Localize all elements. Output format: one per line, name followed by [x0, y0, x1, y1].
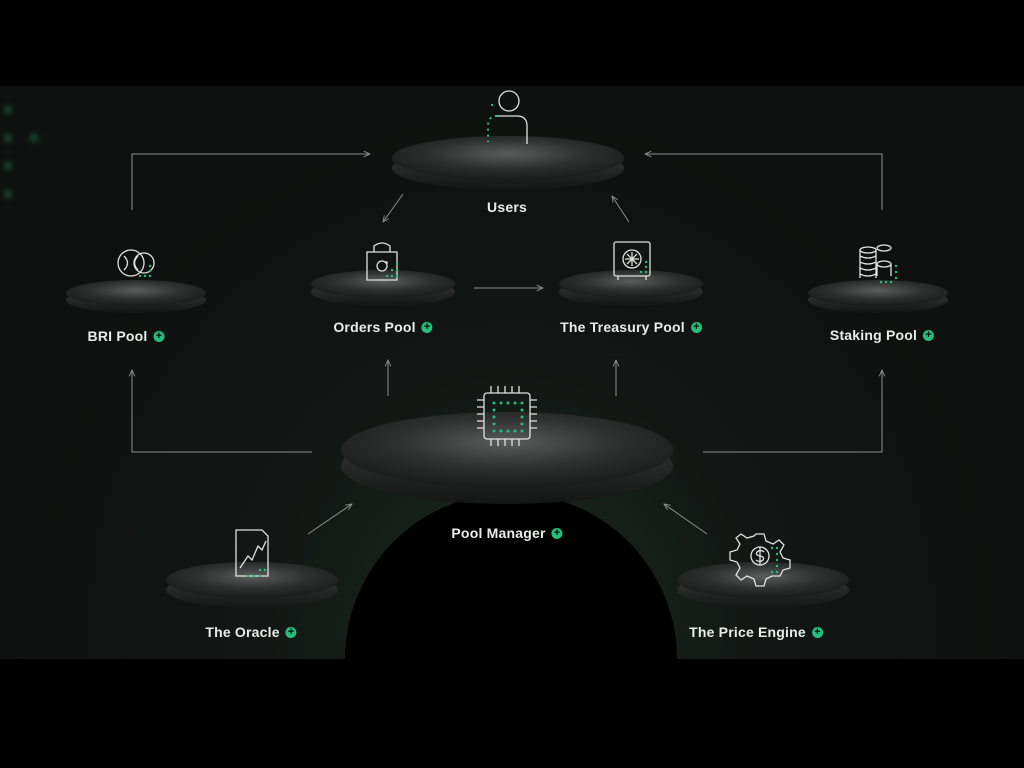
disc-price-engine	[677, 562, 849, 608]
disc-pool-manager	[341, 412, 673, 504]
disc-users	[392, 136, 624, 190]
shopping-bag-icon	[366, 242, 399, 281]
expand-plus-icon[interactable]: +	[923, 329, 935, 341]
node-users: Users	[487, 199, 527, 215]
arrow-manager-to-staking	[703, 370, 882, 453]
expand-plus-icon[interactable]: +	[285, 626, 297, 638]
gear-dollar-icon	[729, 533, 791, 587]
node-oracle[interactable]: The Oracle +	[205, 624, 297, 640]
node-staking-pool[interactable]: Staking Pool +	[829, 327, 935, 343]
node-label: Users	[487, 199, 527, 215]
arrow-manager-to-bri	[132, 370, 312, 453]
decor-glow-dot	[4, 134, 12, 142]
disc-treasury-pool	[559, 270, 703, 306]
node-label: Staking Pool	[829, 327, 918, 343]
expand-plus-icon[interactable]: +	[153, 330, 165, 342]
disc-orders-pool	[311, 270, 455, 306]
disc-oracle	[166, 562, 338, 608]
node-price-engine[interactable]: The Price Engine +	[689, 624, 823, 640]
disc-bri-pool	[66, 280, 206, 313]
arrow-treasury-to-users	[612, 196, 630, 223]
arrow-bri-to-users	[131, 154, 370, 210]
arrow-staking-to-users	[645, 154, 883, 210]
user-icon	[487, 90, 528, 144]
coin-swap-icon	[117, 249, 155, 278]
node-label: The Treasury Pool	[560, 319, 685, 335]
node-bri-pool[interactable]: BRI Pool +	[88, 328, 165, 344]
node-orders-pool[interactable]: Orders Pool +	[333, 319, 433, 335]
vault-icon	[613, 241, 651, 280]
arrow-engine-to-manager	[664, 504, 708, 535]
cpu-chip-icon	[477, 386, 537, 446]
node-label: The Oracle	[205, 624, 280, 640]
decor-glow-dot	[4, 162, 12, 170]
diagram-canvas: Users BRI Pool + Orders Pool + The Treas…	[0, 86, 1024, 659]
expand-plus-icon[interactable]: +	[551, 527, 563, 539]
expand-plus-icon[interactable]: +	[690, 321, 702, 333]
decor-glow-dot	[4, 190, 12, 198]
expand-plus-icon[interactable]: +	[811, 626, 823, 638]
background-arch	[345, 493, 677, 659]
flow-diagram	[66, 90, 948, 659]
node-label: Orders Pool	[333, 319, 416, 335]
node-label: The Price Engine	[689, 624, 806, 640]
node-label: Pool Manager	[451, 525, 546, 541]
node-label: BRI Pool	[87, 328, 148, 344]
arrow-users-to-orders	[383, 193, 404, 222]
disc-staking-pool	[808, 280, 948, 313]
arrow-oracle-to-manager	[307, 504, 352, 535]
node-treasury-pool[interactable]: The Treasury Pool +	[560, 319, 702, 335]
expand-plus-icon[interactable]: +	[421, 321, 433, 333]
decor-glow-dot	[30, 134, 38, 142]
node-pool-manager[interactable]: Pool Manager +	[451, 525, 563, 541]
decor-glow-dot	[4, 106, 12, 114]
chart-card-icon	[235, 529, 269, 578]
connectors	[131, 154, 883, 535]
coin-stack-icon	[859, 244, 898, 284]
